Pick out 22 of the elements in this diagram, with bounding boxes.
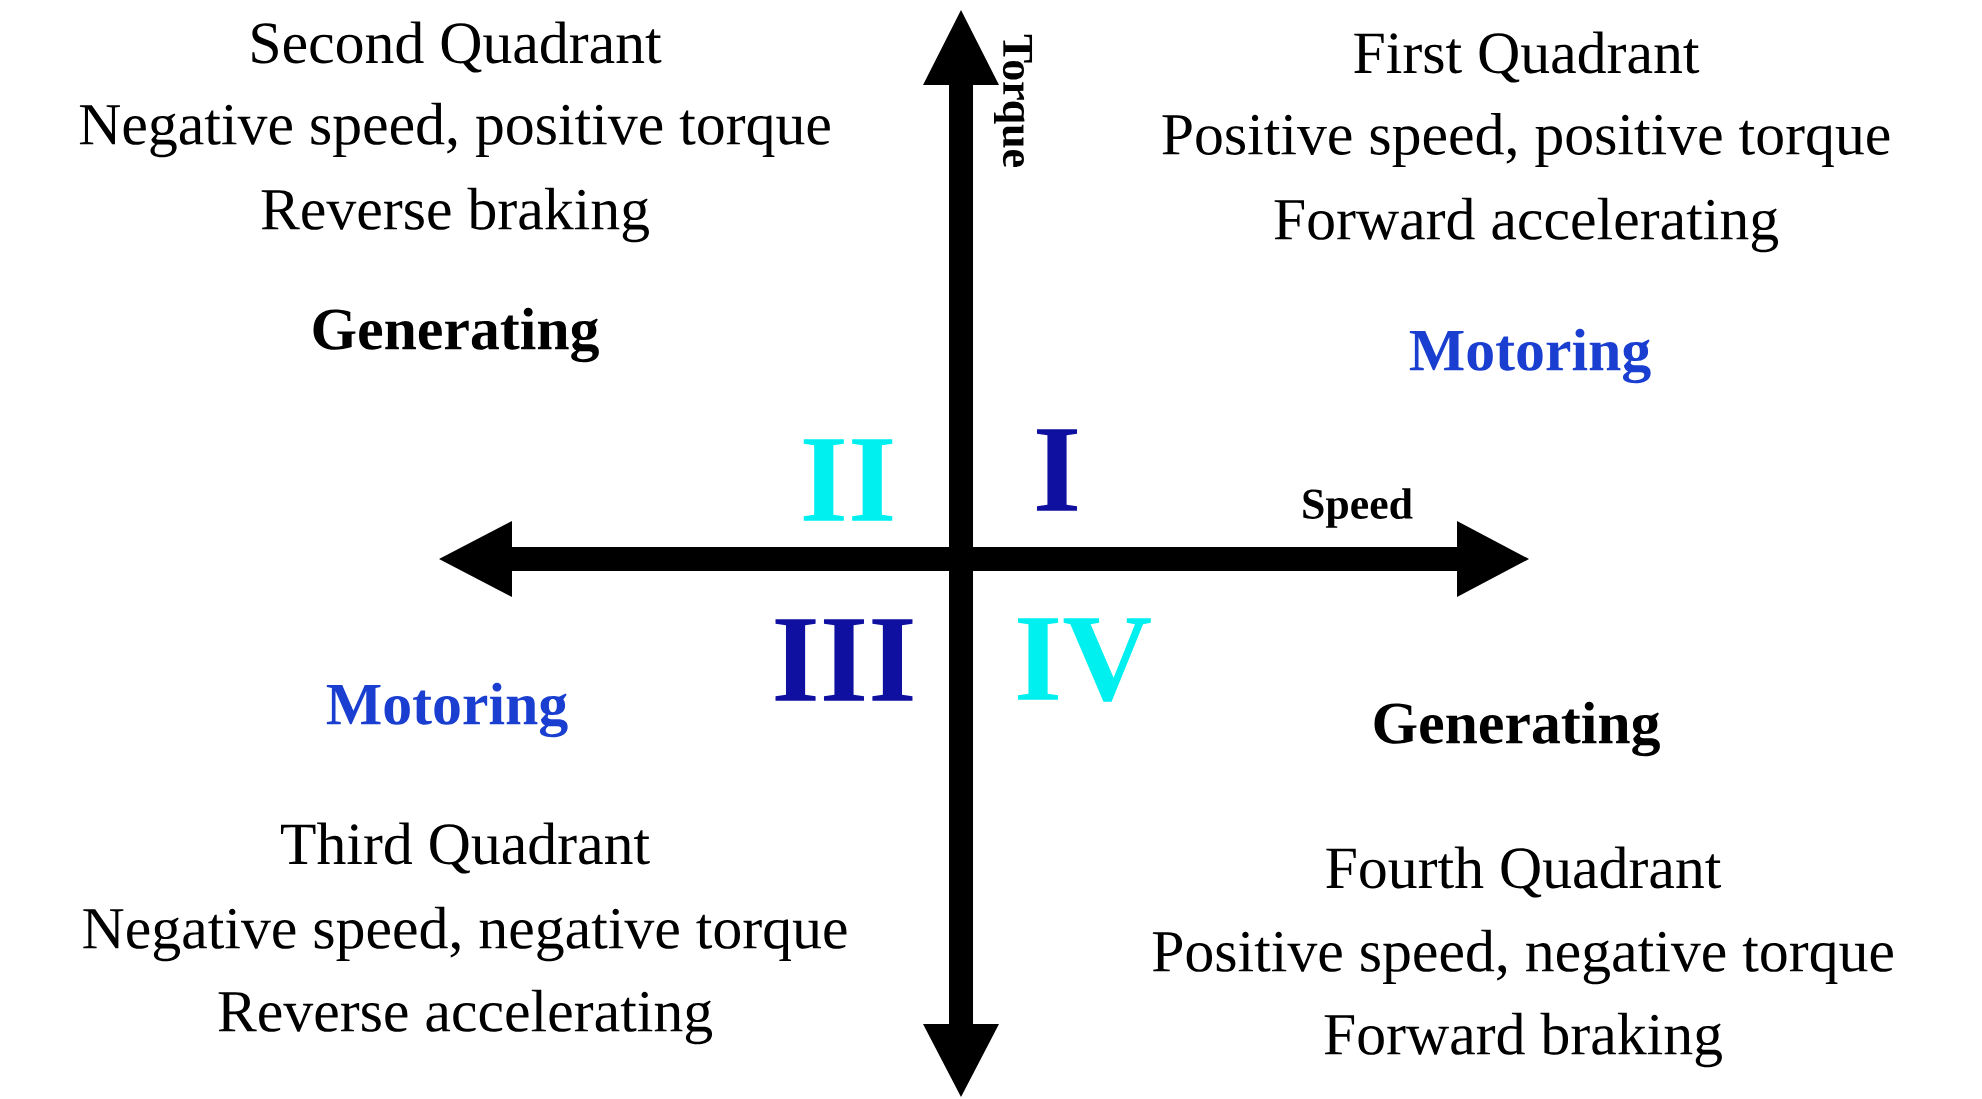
mode-label: Generating xyxy=(313,307,599,363)
mode-label: Motoring xyxy=(326,682,568,738)
description-text: Forward accelerating xyxy=(1274,197,1779,253)
description-text: Reverse braking xyxy=(261,187,649,243)
quadrant-numeral: III xyxy=(775,619,913,701)
quadrant-label: First Quadrant xyxy=(1354,31,1700,83)
quadrant-numeral: I xyxy=(1037,429,1078,511)
axis-label: Speed xyxy=(1303,488,1413,528)
quadrant-label: Third Quadrant xyxy=(281,822,650,874)
quadrant-label: Second Quadrant xyxy=(252,21,662,73)
mode-label: Generating xyxy=(1374,701,1660,757)
quadrant-numeral: IV xyxy=(1018,618,1151,702)
description-text: Negative speed, negative torque xyxy=(83,906,847,962)
axis-label: Torque xyxy=(994,34,1033,167)
description-text: Negative speed, positive torque xyxy=(79,102,830,158)
description-text: Positive speed, positive torque xyxy=(1162,112,1890,168)
mode-label: Motoring xyxy=(1409,328,1651,384)
description-text: Forward braking xyxy=(1324,1012,1722,1068)
quadrant-label: Fourth Quadrant xyxy=(1326,846,1722,898)
quadrant-numeral: II xyxy=(803,439,893,521)
description-text: Reverse accelerating xyxy=(218,989,713,1045)
description-text: Positive speed, negative torque xyxy=(1152,929,1893,985)
